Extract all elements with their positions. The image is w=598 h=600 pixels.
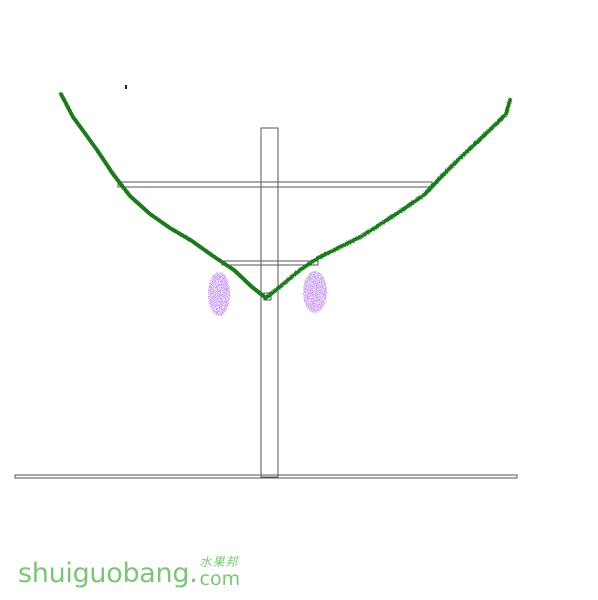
watermark: shuiguobang . 水果邦 com: [18, 545, 240, 589]
upper-crossbar: [117, 181, 433, 188]
grape-cluster-right: [303, 271, 327, 313]
watermark-tld: com: [199, 568, 241, 590]
watermark-cn: 水果邦: [199, 555, 239, 569]
support-post: [260, 127, 279, 478]
watermark-stack: 水果邦 com: [200, 555, 241, 589]
v-shaped-vine: [59, 92, 512, 300]
watermark-site: shuiguobang: [18, 558, 190, 589]
ground-line: [14, 474, 518, 479]
stray-mark: [125, 85, 127, 89]
grape-cluster-left: [208, 272, 230, 316]
watermark-dot: .: [189, 558, 198, 589]
lower-crossbar: [221, 260, 319, 266]
